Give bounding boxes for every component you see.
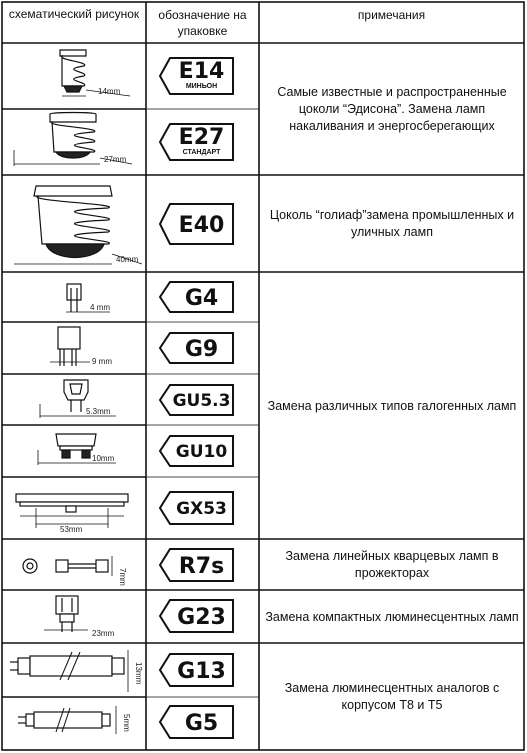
tag-shape-r7s xyxy=(158,548,234,582)
tag-code: GX53 xyxy=(176,499,227,519)
dim-label: 23mm xyxy=(92,629,115,638)
schematics xyxy=(10,49,143,734)
tag-code: R7s xyxy=(179,554,224,579)
g5-drawing xyxy=(18,706,117,734)
dimension-labels: 14mm 27mm 40mm 4 mm 9 mm 5.3mm 10mm 53mm… xyxy=(60,87,143,732)
tag-code: E14 xyxy=(179,59,225,84)
dim-label: 13mm xyxy=(134,662,143,685)
g4-drawing xyxy=(66,283,110,313)
tag-code: G23 xyxy=(177,605,226,630)
tag-code: G4 xyxy=(185,286,218,311)
tag-code: E40 xyxy=(179,213,225,238)
dim-label: 9 mm xyxy=(92,357,112,366)
e14-drawing xyxy=(59,49,131,97)
dim-label: 5mm xyxy=(122,714,131,732)
dim-label: 10mm xyxy=(92,454,115,463)
tag-shape-g13 xyxy=(158,653,234,687)
note-compact: Замена компактных люминесцентных ламп xyxy=(265,609,519,624)
tag-shape-gu53 xyxy=(158,384,234,416)
e40-drawing xyxy=(14,185,143,265)
dim-label: 4 mm xyxy=(90,303,110,312)
note-quartz: Замена линейных кварцевых ламп в прожект… xyxy=(285,549,499,580)
dim-label: 40mm xyxy=(116,255,139,264)
tag-code: GU10 xyxy=(176,442,228,462)
dim-label: 14mm xyxy=(98,87,121,96)
header-designation: обозначение на упаковке xyxy=(158,7,247,38)
g9-drawing xyxy=(50,326,90,366)
tag-shape-g5 xyxy=(158,705,234,739)
note-edison: Самые известные и распространенные цокол… xyxy=(277,85,507,133)
tag-shape-gx53 xyxy=(158,491,234,525)
note-goliath: Цоколь “голиаф”замена промышленных и ули… xyxy=(269,208,515,239)
tag-shape-g9 xyxy=(158,332,234,364)
tag-code: GU5.3 xyxy=(173,391,231,411)
tag-subtitle: МИНЬОН xyxy=(186,83,217,90)
tag-code: G5 xyxy=(185,711,218,736)
gx53-drawing xyxy=(15,493,129,528)
gu10-drawing xyxy=(37,433,116,465)
dim-label: 53mm xyxy=(60,525,83,534)
header-notes: примечания xyxy=(357,7,426,22)
note-halogen: Замена различных типов галогенных ламп xyxy=(267,398,517,413)
tag-code: E27 xyxy=(179,125,225,150)
tag-shape-gu10 xyxy=(158,435,234,467)
tag-subtitle: СТАНДАРТ xyxy=(183,149,221,156)
note-fluorescent: Замена люминесцентных аналогов с корпусо… xyxy=(284,681,500,712)
g23-drawing xyxy=(44,595,88,632)
g13-drawing xyxy=(10,650,129,692)
header-drawing: схематический рисунок xyxy=(8,6,140,21)
tag-code: G13 xyxy=(177,659,226,684)
tag-shape-e27 xyxy=(158,123,234,161)
dim-label: 5.3mm xyxy=(86,407,111,416)
gu53-drawing xyxy=(39,379,116,418)
tag-code: G9 xyxy=(185,337,218,362)
tag-shape-g4 xyxy=(158,281,234,313)
tag-shape-e14 xyxy=(158,57,234,95)
dim-label: 7mm xyxy=(118,568,127,586)
r7s-drawing xyxy=(22,556,113,576)
dim-label: 27mm xyxy=(104,155,127,164)
tag-shape-e40 xyxy=(158,203,234,245)
tag-shape-g23 xyxy=(158,599,234,633)
e27-drawing xyxy=(13,111,133,166)
